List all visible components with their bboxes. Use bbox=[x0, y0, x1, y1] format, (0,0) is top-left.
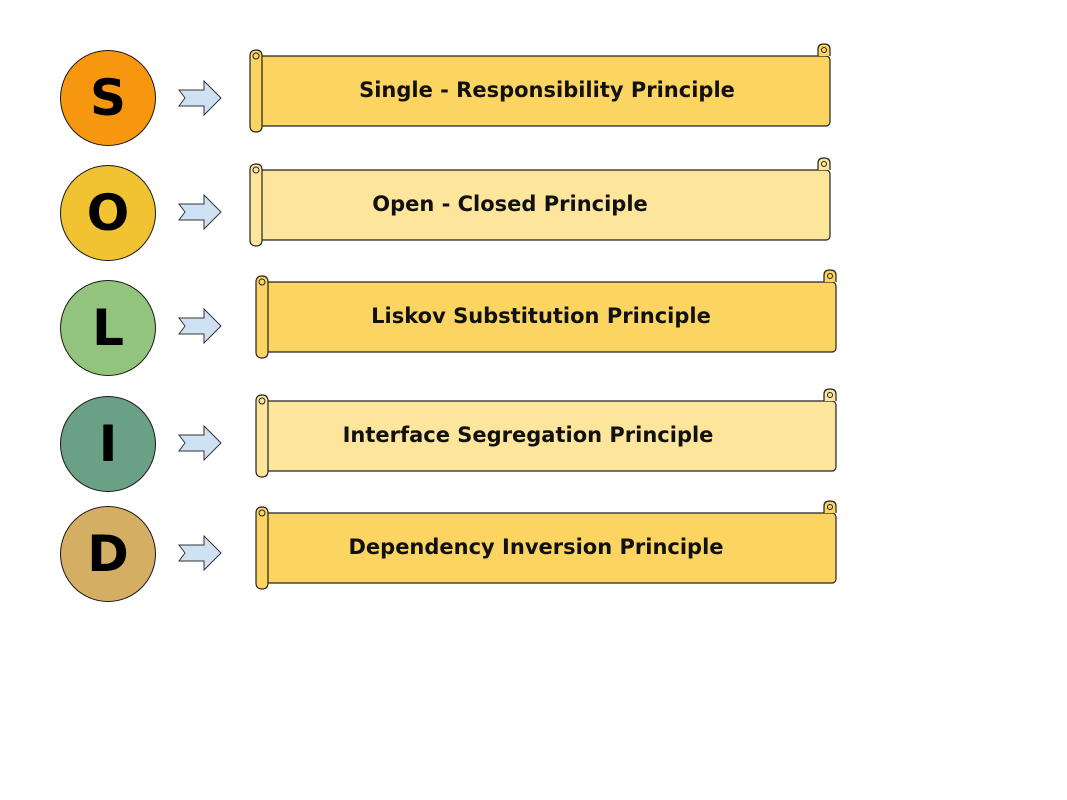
principle-banner-i: Interface Segregation Principle bbox=[254, 387, 838, 483]
scroll-banner-shape bbox=[255, 500, 837, 590]
letter-circle-s: S bbox=[60, 50, 156, 146]
arrow-right-icon bbox=[178, 307, 222, 345]
arrow-right-icon bbox=[178, 424, 222, 462]
principle-row-o: O Open - Closed Principle bbox=[0, 157, 1067, 282]
arrow-right-icon bbox=[178, 79, 222, 117]
principle-banner-o: Open - Closed Principle bbox=[248, 156, 832, 252]
principle-row-s: S Single - Responsibility Principle bbox=[0, 43, 1067, 168]
principle-banner-d: Dependency Inversion Principle bbox=[254, 499, 838, 595]
scroll-banner-shape bbox=[249, 43, 831, 133]
scroll-banner-shape bbox=[249, 157, 831, 247]
principle-banner-l: Liskov Substitution Principle bbox=[254, 268, 838, 364]
scroll-banner-shape bbox=[255, 269, 837, 359]
principle-name-l: Liskov Substitution Principle bbox=[371, 304, 711, 328]
principle-name-o: Open - Closed Principle bbox=[372, 192, 648, 216]
principle-row-d: D Dependency Inversion Principle bbox=[0, 500, 1067, 625]
principle-row-i: I Interface Segregation Principle bbox=[0, 388, 1067, 513]
letter-circle-l: L bbox=[60, 280, 156, 376]
letter-circle-d: D bbox=[60, 506, 156, 602]
principle-name-s: Single - Responsibility Principle bbox=[359, 78, 735, 102]
scroll-banner-shape bbox=[255, 388, 837, 478]
letter-circle-o: O bbox=[60, 165, 156, 261]
arrow-right-icon bbox=[178, 534, 222, 572]
principle-banner-s: Single - Responsibility Principle bbox=[248, 42, 832, 138]
principle-row-l: L Liskov Substitution Principle bbox=[0, 269, 1067, 394]
letter-circle-i: I bbox=[60, 396, 156, 492]
principle-name-d: Dependency Inversion Principle bbox=[348, 535, 724, 559]
arrow-right-icon bbox=[178, 193, 222, 231]
principle-name-i: Interface Segregation Principle bbox=[342, 423, 714, 447]
